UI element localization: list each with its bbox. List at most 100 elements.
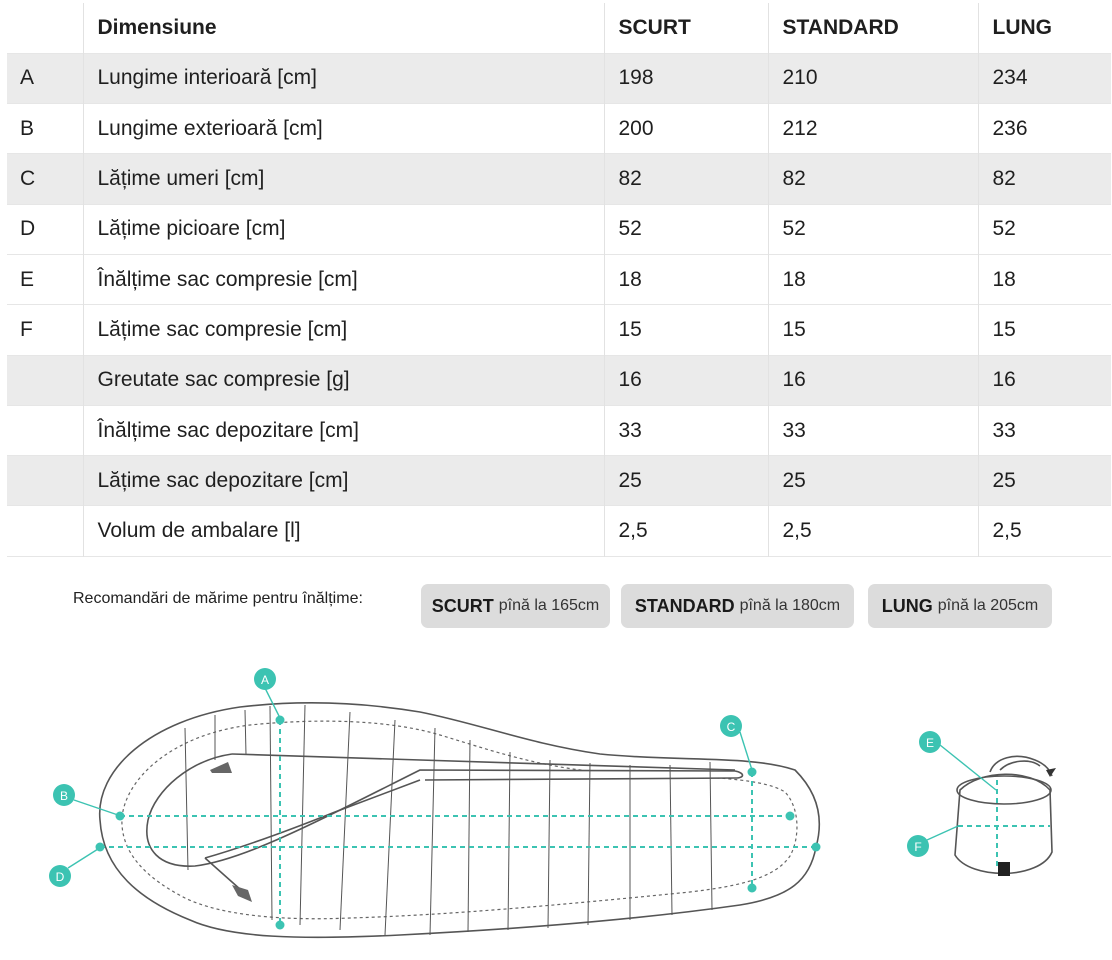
svg-text:F: F (914, 840, 921, 854)
table-row: E Înălțime sac compresie [cm] 18 18 18 (7, 254, 1112, 305)
table-header-row: Dimensiune SCURT STANDARD LUNG (7, 3, 1112, 54)
row-letter (7, 405, 84, 456)
row-letter: C (7, 153, 84, 205)
table-row: F Lățime sac compresie [cm] 15 15 15 (7, 304, 1112, 356)
chip-size: LUNG (881, 595, 933, 616)
sack-measurement-lines (958, 780, 1050, 868)
cell-lung: 16 (978, 355, 1112, 406)
cell-lung: 33 (978, 405, 1112, 456)
sack-strap (998, 862, 1010, 876)
row-letter: F (7, 304, 84, 356)
marker-b: B (53, 784, 75, 806)
chip-scurt: SCURT pînă la 165cm (421, 584, 610, 628)
chip-standard: STANDARD pînă la 180cm (621, 584, 854, 628)
measurement-dots (95, 715, 821, 930)
cell-standard: 15 (768, 304, 979, 356)
row-label: Greutate sac compresie [g] (83, 355, 605, 406)
cell-scurt: 82 (604, 153, 769, 205)
marker-c: C (720, 715, 742, 737)
cell-lung: 236 (978, 103, 1112, 154)
zipper-tab-icon (210, 762, 232, 773)
cell-standard: 82 (768, 153, 979, 205)
row-letter: D (7, 204, 84, 255)
svg-text:B: B (60, 789, 68, 803)
sack-arrow-icon (1046, 768, 1056, 777)
row-label: Lățime umeri [cm] (83, 153, 605, 205)
cell-standard: 212 (768, 103, 979, 154)
cell-standard: 52 (768, 204, 979, 255)
table-row: Volum de ambalare [l] 2,5 2,5 2,5 (7, 505, 1112, 557)
header-letter (7, 3, 84, 54)
chip-size: SCURT (431, 595, 494, 616)
cell-lung: 52 (978, 204, 1112, 255)
table-row: Înălțime sac depozitare [cm] 33 33 33 (7, 405, 1112, 456)
cell-scurt: 16 (604, 355, 769, 406)
table-row: A Lungime interioară [cm] 198 210 234 (7, 53, 1112, 104)
row-label: Lungime exterioară [cm] (83, 103, 605, 154)
chip-text: pînă la 205cm (937, 597, 1039, 614)
cell-standard: 25 (768, 455, 979, 506)
cell-scurt: 52 (604, 204, 769, 255)
row-letter: E (7, 254, 84, 305)
dimensions-table: Dimensiune SCURT STANDARD LUNG A Lungime… (7, 3, 1112, 557)
chip-lung: LUNG pînă la 205cm (868, 584, 1052, 628)
row-label: Înălțime sac depozitare [cm] (83, 405, 605, 456)
row-letter (7, 355, 84, 406)
cell-scurt: 33 (604, 405, 769, 456)
svg-text:E: E (926, 736, 934, 750)
row-label: Lățime picioare [cm] (83, 204, 605, 255)
row-label: Lățime sac compresie [cm] (83, 304, 605, 356)
cell-scurt: 25 (604, 455, 769, 506)
header-dimension: Dimensiune (83, 3, 605, 54)
cell-standard: 33 (768, 405, 979, 456)
sack-leaders (926, 744, 997, 841)
cell-lung: 25 (978, 455, 1112, 506)
marker-a: A (254, 668, 276, 690)
row-letter (7, 505, 84, 557)
size-recommendations: Recomandări de mărime pentru înălțime: S… (0, 584, 1112, 630)
cell-scurt: 200 (604, 103, 769, 154)
cell-standard: 2,5 (768, 505, 979, 557)
chip-size: STANDARD (634, 595, 735, 616)
header-standard: STANDARD (768, 3, 979, 54)
recommendations-label: Recomandări de mărime pentru înălțime: (73, 590, 363, 607)
sleeping-bag-diagram: A B C D E F (49, 668, 1056, 939)
svg-text:C: C (727, 720, 736, 734)
cell-scurt: 198 (604, 53, 769, 104)
row-letter: A (7, 53, 84, 104)
table-row: Greutate sac compresie [g] 16 16 16 (7, 355, 1112, 406)
cell-lung: 15 (978, 304, 1112, 356)
table-row: B Lungime exterioară [cm] 200 212 236 (7, 103, 1112, 154)
svg-text:D: D (56, 870, 65, 884)
table-row: D Lățime picioare [cm] 52 52 52 (7, 204, 1112, 255)
cell-scurt: 15 (604, 304, 769, 356)
cell-lung: 18 (978, 254, 1112, 305)
header-scurt: SCURT (604, 3, 769, 54)
marker-leaders (67, 687, 753, 869)
chip-text: pînă la 165cm (498, 597, 600, 614)
zipper-tab-icon (232, 885, 252, 902)
sleeping-bag-outline (98, 702, 821, 939)
marker-d: D (49, 865, 71, 887)
cell-lung: 82 (978, 153, 1112, 205)
cell-scurt: 2,5 (604, 505, 769, 557)
measurement-lines (100, 720, 816, 925)
cell-standard: 16 (768, 355, 979, 406)
row-label: Lungime interioară [cm] (83, 53, 605, 104)
row-letter: B (7, 103, 84, 154)
marker-f: F (907, 835, 929, 857)
marker-e: E (919, 731, 941, 753)
cell-standard: 210 (768, 53, 979, 104)
table-row: C Lățime umeri [cm] 82 82 82 (7, 153, 1112, 205)
cell-standard: 18 (768, 254, 979, 305)
cell-lung: 234 (978, 53, 1112, 104)
row-label: Înălțime sac compresie [cm] (83, 254, 605, 305)
cell-scurt: 18 (604, 254, 769, 305)
cell-lung: 2,5 (978, 505, 1112, 557)
row-label: Volum de ambalare [l] (83, 505, 605, 557)
header-lung: LUNG (978, 3, 1112, 54)
row-label: Lățime sac depozitare [cm] (83, 455, 605, 506)
compression-sack (954, 755, 1053, 875)
row-letter (7, 455, 84, 506)
svg-text:A: A (261, 673, 269, 687)
